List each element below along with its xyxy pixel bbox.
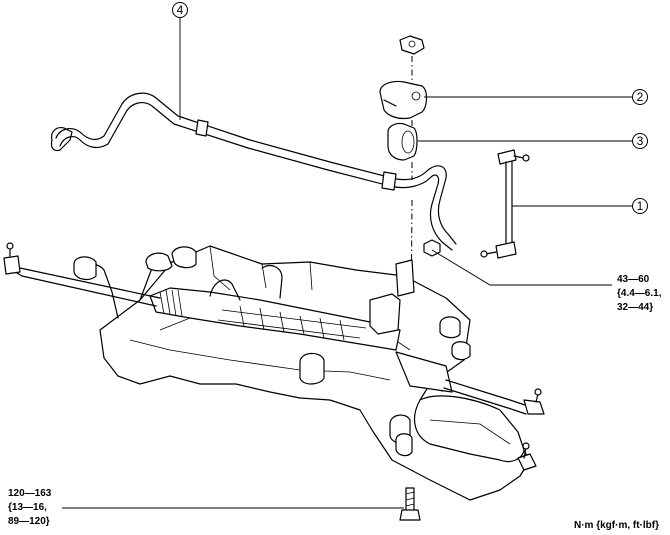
svg-text:120—163: 120—163 (8, 488, 52, 499)
svg-text:1: 1 (637, 199, 644, 213)
svg-text:2: 2 (637, 90, 644, 104)
stabilizer-bar (50, 92, 457, 251)
callout-2: 2 (632, 89, 648, 105)
svg-text:89—120}: 89—120} (8, 516, 50, 527)
stabilizer-bushing (387, 122, 418, 161)
callout-1: 1 (632, 198, 648, 214)
svg-text:3: 3 (637, 134, 644, 148)
tie-rod-left (3, 242, 161, 307)
torque-spec-crossmember-bolt: 120—163 {13—16, 89—120} (8, 488, 52, 527)
tie-rod-right (443, 379, 545, 415)
svg-text:{4.4—6.1,: {4.4—6.1, (617, 288, 662, 299)
units-note: N·m {kgf·m, ft·lbf} (574, 520, 659, 531)
front-crossmember (73, 245, 537, 501)
stabilizer-link (480, 149, 530, 259)
svg-text:4: 4 (177, 3, 184, 17)
bracket-bolt (399, 35, 425, 55)
callout-3: 3 (632, 133, 648, 149)
svg-text:43—60: 43—60 (617, 274, 650, 285)
stabilizer-bracket (379, 80, 428, 120)
svg-text:32—44}: 32—44} (617, 302, 653, 313)
leader-lines (62, 16, 632, 509)
callout-4: 4 (172, 2, 188, 18)
assembly-axis-line (409, 56, 413, 463)
torque-spec-link-nut: 43—60 {4.4—6.1, 32—44} (617, 274, 662, 313)
crossmember-bolt (399, 487, 421, 521)
steering-gear (149, 259, 453, 393)
svg-text:{13—16,: {13—16, (8, 502, 47, 513)
